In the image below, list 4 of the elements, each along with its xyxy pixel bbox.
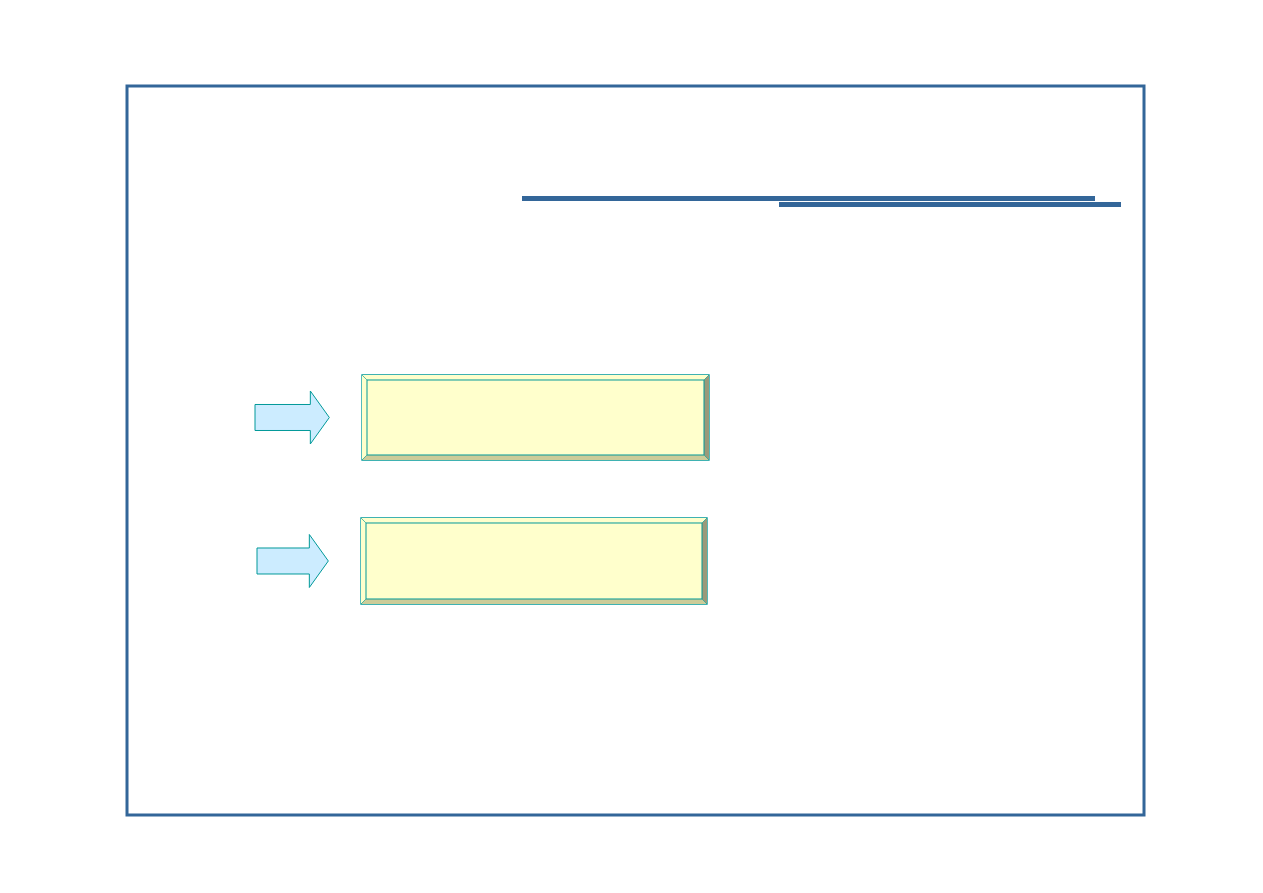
- block-arrow: [256, 534, 329, 588]
- bevel-box: [361, 374, 710, 461]
- bevel-box: [360, 517, 708, 605]
- block-arrow: [254, 390, 330, 445]
